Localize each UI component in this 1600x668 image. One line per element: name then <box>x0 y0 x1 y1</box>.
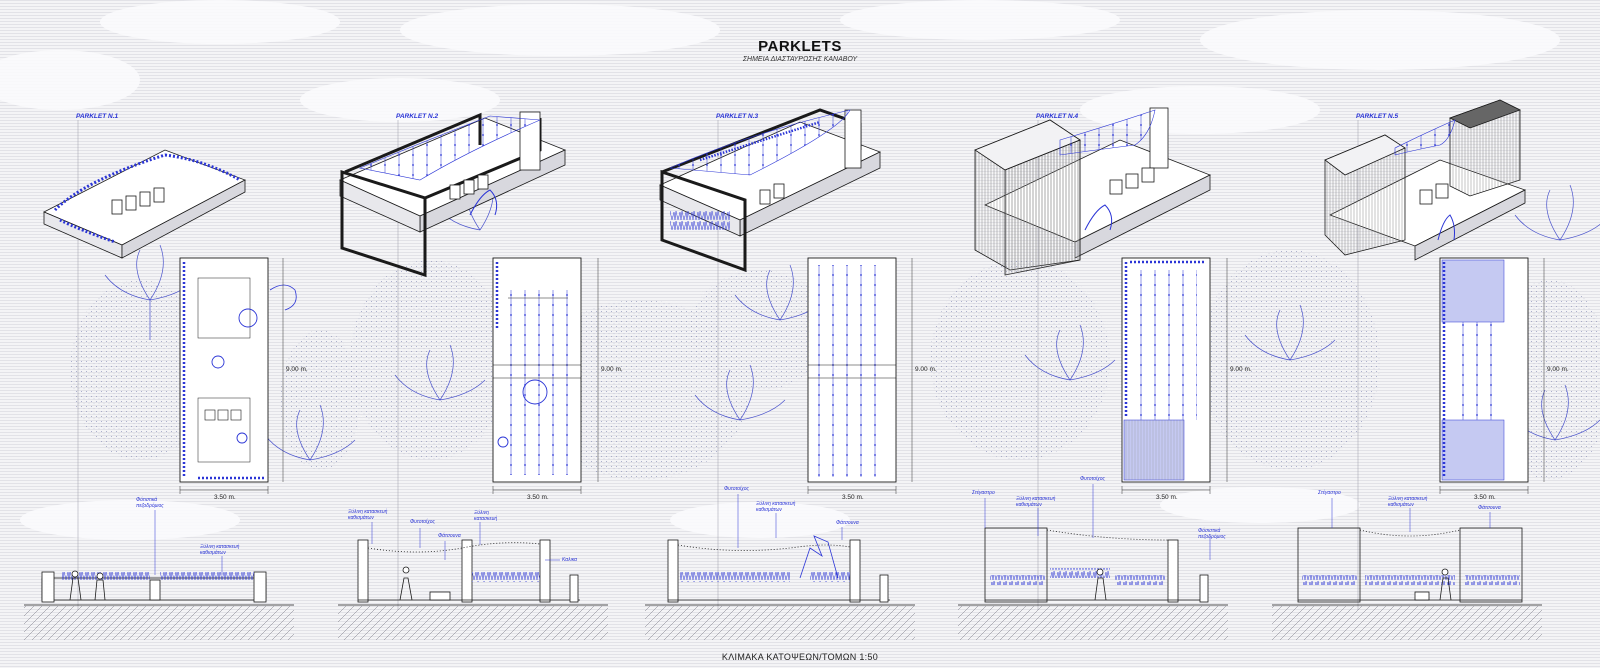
parklet-2-label: PARKLET N.2 <box>396 113 439 120</box>
parklet-3-plan <box>807 257 897 483</box>
parklet-2-width-dim: 3.50 m. <box>527 494 549 501</box>
ground-hatch <box>24 606 1542 640</box>
parklet-3-label: PARKLET N.3 <box>716 113 759 120</box>
parklet-4-length-dim: 9.00 m. <box>1230 366 1252 373</box>
parklet-1-section <box>24 570 294 606</box>
parklet-4-width-dim: 3.50 m. <box>1156 494 1178 501</box>
parklet-3-length-dim: 9.00 m. <box>915 366 937 373</box>
annotation: Φάτσουνα <box>836 520 859 526</box>
annotation: Φότιστικά πεζοδρόμιος <box>136 497 164 509</box>
annotation: Φόσιστικά πεζοδρόμιος <box>1198 528 1226 540</box>
scale-label: ΚΛΙΜΑΚΑ ΚΑΤΟΨΕΩΝ/ΤΟΜΩΝ 1:50 <box>721 652 879 662</box>
parklet-3-width-dim: 3.50 m. <box>842 494 864 501</box>
annotation: Ξύλινη κατασκευή καθισμάτων <box>1388 496 1428 508</box>
annotation: Ξύλινη κατασκευή <box>474 510 498 522</box>
parklet-4-axonometric <box>974 107 1211 276</box>
annotation: Στέγαστρο <box>1318 490 1341 496</box>
parklet-5-axonometric <box>1324 99 1527 261</box>
parklet-1-axonometric <box>43 149 246 259</box>
page-title: PARKLETS <box>758 38 842 55</box>
parklet-1-width-dim: 3.50 m. <box>214 494 236 501</box>
parklet-5-length-dim: 9.00 m. <box>1547 366 1569 373</box>
parklet-2-section <box>338 539 608 606</box>
parklet-5-label: PARKLET N.5 <box>1356 113 1399 120</box>
parklet-1-plan <box>179 257 297 483</box>
parklet-2-plan <box>492 257 582 483</box>
parklet-1-label: PARKLET N.1 <box>76 113 119 120</box>
annotation: Καλικα <box>562 557 577 563</box>
parklet-3-section <box>645 535 915 606</box>
annotation: Ξύλινη κατασκευή καθισμάτων <box>1016 496 1056 508</box>
parklet-5-plan <box>1439 257 1529 483</box>
annotation: Φυτοτοίχος <box>410 519 435 525</box>
annotation: Φάτσουνα <box>438 533 461 539</box>
parklet-1-length-dim: 9.00 m. <box>286 366 308 373</box>
parklet-2-length-dim: 9.00 m. <box>601 366 623 373</box>
parklet-4-label: PARKLET N.4 <box>1036 113 1079 120</box>
annotation: Ξύλινη κατασκευή καθισμάτων <box>200 544 240 556</box>
parklet-4-plan <box>1121 257 1211 483</box>
annotation: Ξύλινη κατασκευή καθισμάτων <box>348 509 388 521</box>
annotation: Φυτοτοίχος <box>724 486 749 492</box>
parklet-5-width-dim: 3.50 m. <box>1474 494 1496 501</box>
annotation: Στέγαστρο <box>972 490 995 496</box>
parklet-5-section <box>1272 527 1542 606</box>
page-subtitle: ΣΗΜΕΙΑ ΔΙΑΣΤΑΥΡΩΣΗΣ ΚΑΝΑΒΟΥ <box>742 56 858 63</box>
parklet-3-axonometric <box>659 108 882 273</box>
annotation: Φάτσουνα <box>1478 505 1501 511</box>
annotation: Ξύλινη κατασκευή καθισμάτων <box>756 501 796 513</box>
parklet-2-axonometric <box>339 111 567 278</box>
parklet-4-section <box>958 527 1228 606</box>
annotation: Φυτοτοίχος <box>1080 476 1105 482</box>
